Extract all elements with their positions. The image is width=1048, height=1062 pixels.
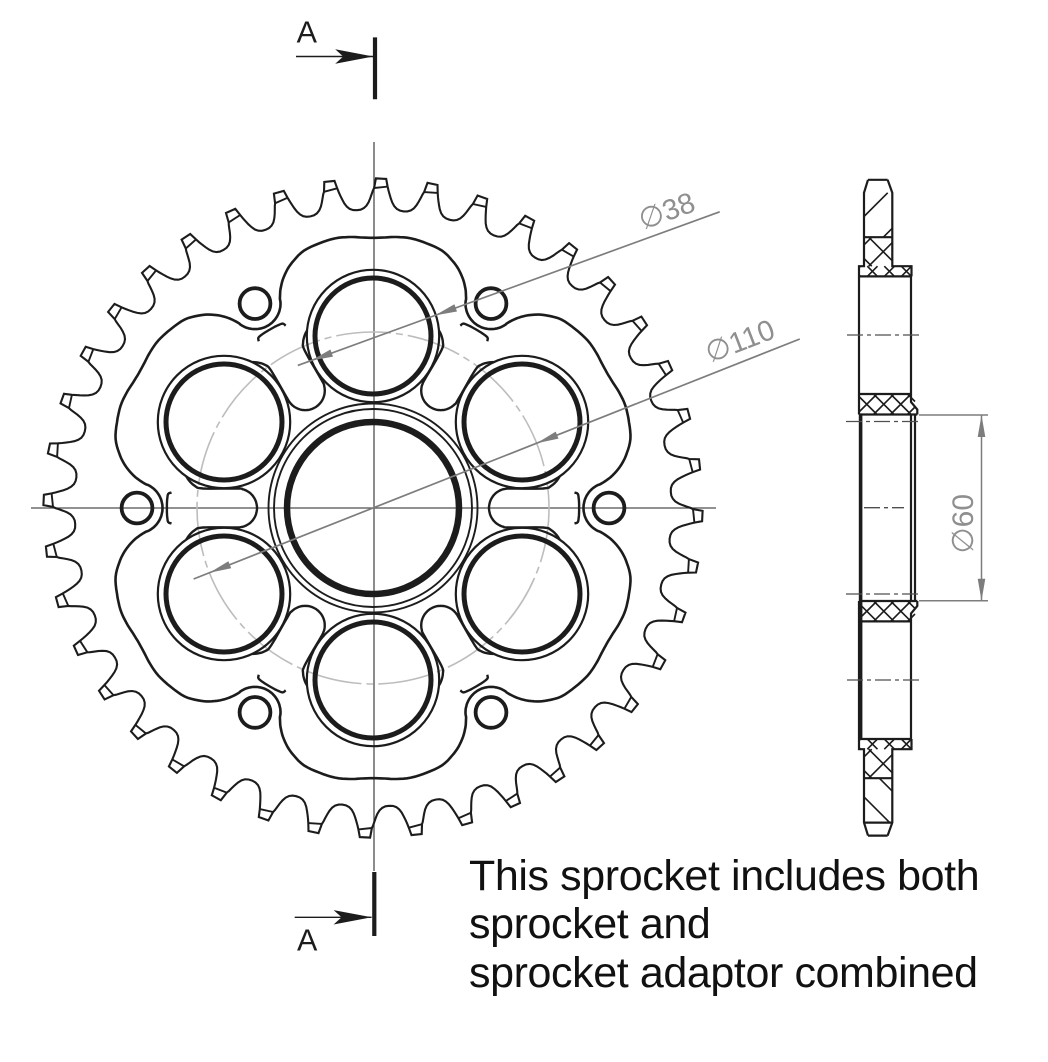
svg-text:sprocket and: sprocket and xyxy=(469,900,710,948)
svg-text:sprocket adaptor combined: sprocket adaptor combined xyxy=(469,949,978,997)
svg-text:A: A xyxy=(297,16,318,50)
svg-text:∅60: ∅60 xyxy=(947,494,980,554)
svg-text:This sprocket includes both: This sprocket includes both xyxy=(469,852,979,900)
svg-text:A: A xyxy=(297,924,318,958)
